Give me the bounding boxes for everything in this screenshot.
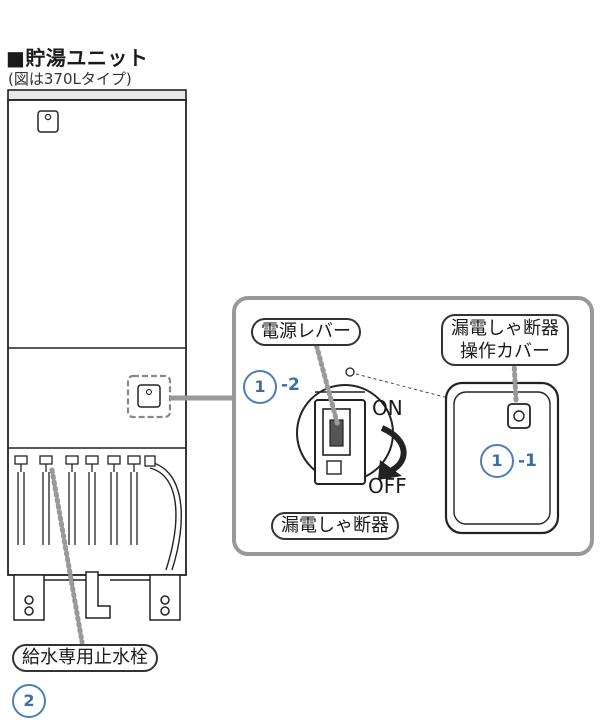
valve-label: 給水専用止水栓 xyxy=(12,644,158,672)
callout-1-1-number: 1 xyxy=(480,444,514,478)
pipes xyxy=(17,461,182,571)
storage-unit xyxy=(7,89,187,645)
valve-row xyxy=(14,455,141,472)
cover-label-line1: 漏電しゃ断器 xyxy=(451,318,559,339)
base-feet xyxy=(13,571,181,621)
on-label: ON xyxy=(372,396,403,420)
page-title: ■貯湯ユニット xyxy=(6,46,149,70)
switch-arrow-icon xyxy=(380,425,407,473)
lever-label: 電源レバー xyxy=(251,318,361,346)
callout-2-number: 2 xyxy=(12,684,46,718)
off-label: OFF xyxy=(368,474,407,498)
breaker-label: 漏電しゃ断器 xyxy=(271,512,399,540)
page-subtitle: (図は370Lタイプ) xyxy=(8,70,132,88)
cover-label: 漏電しゃ断器 操作カバー xyxy=(441,314,569,366)
callout-1-2-number: 1 xyxy=(243,370,277,404)
screw-icon xyxy=(345,367,355,377)
lever-leader xyxy=(312,337,341,429)
callout-1-1-suffix: -1 xyxy=(518,451,537,471)
top-handle-icon xyxy=(37,110,59,133)
callout-1-2-suffix: -2 xyxy=(281,375,300,395)
small-cover-icon xyxy=(137,384,161,408)
valve-leader xyxy=(49,467,85,645)
cover-label-line2: 操作カバー xyxy=(460,341,550,362)
arrow-head-icon xyxy=(378,460,402,480)
cover-leader xyxy=(511,359,519,403)
